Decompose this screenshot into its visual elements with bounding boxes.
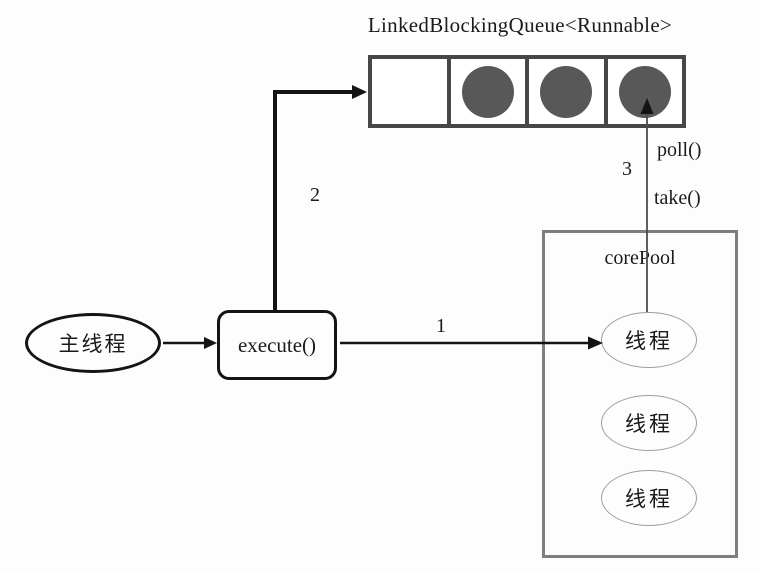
blocking-queue xyxy=(368,55,686,128)
task-circle-icon xyxy=(461,65,514,118)
execute-box: execute() xyxy=(217,310,337,380)
queue-cell-empty xyxy=(372,59,447,124)
core-pool-title: corePool xyxy=(604,247,676,269)
step-3-label: 3 xyxy=(622,158,632,180)
thread-ellipse: 线程 xyxy=(601,395,697,451)
arrowhead-execute-to-queue-icon xyxy=(352,85,367,99)
step-2-label: 2 xyxy=(310,184,320,206)
queue-cell-task xyxy=(446,59,525,124)
thread-ellipse: 线程 xyxy=(601,470,697,526)
queue-cell-task xyxy=(525,59,604,124)
poll-method-label: poll() xyxy=(657,139,702,161)
core-pool-box: corePool 线程 线程 线程 xyxy=(542,230,738,558)
queue-cell-task xyxy=(603,59,682,124)
queue-title: LinkedBlockingQueue<Runnable> xyxy=(367,13,673,37)
main-thread-ellipse: 主线程 xyxy=(25,313,161,373)
thread-ellipse: 线程 xyxy=(601,312,697,368)
task-circle-icon xyxy=(618,65,671,118)
step-1-label: 1 xyxy=(436,315,446,337)
take-method-label: take() xyxy=(654,187,701,209)
task-circle-icon xyxy=(540,65,593,118)
arrowhead-main-to-execute-icon xyxy=(204,337,217,349)
